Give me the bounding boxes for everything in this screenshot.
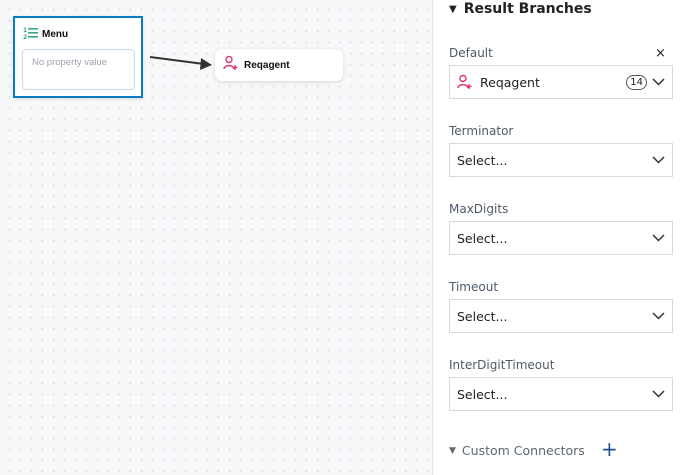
result-branches-title: Result Branches — [463, 1, 592, 17]
result-branches-header[interactable]: ▼ Result Branches — [449, 1, 592, 17]
collapse-triangle-icon: ▼ — [449, 445, 456, 456]
terminator-select-value: Select... — [457, 152, 508, 168]
maxdigits-select[interactable]: Select... — [449, 221, 673, 255]
svg-text:1: 1 — [23, 27, 27, 34]
custom-connectors-label: Custom Connectors — [461, 443, 585, 458]
reqagent-node-title: Reqagent — [244, 59, 290, 71]
interdigittimeout-label: InterDigitTimeout — [449, 358, 555, 372]
numbered-list-icon: 1 2 — [23, 26, 39, 40]
timeout-select-value: Select... — [457, 308, 508, 324]
terminator-select[interactable]: Select... — [449, 143, 673, 177]
menu-node-title: Menu — [42, 29, 69, 40]
interdigittimeout-select[interactable]: Select... — [449, 377, 673, 411]
flow-canvas[interactable]: 1 2 Menu No property value Reqagent — [0, 0, 433, 475]
custom-connectors-toggle[interactable]: ▼ Custom Connectors — [449, 443, 585, 458]
svg-text:2: 2 — [23, 34, 27, 40]
default-select[interactable]: Reqagent 14 — [449, 65, 673, 99]
collapse-triangle-icon: ▼ — [449, 3, 457, 15]
chevron-down-icon[interactable] — [652, 390, 665, 398]
count-badge: 14 — [626, 75, 647, 90]
timeout-label: Timeout — [449, 280, 499, 294]
maxdigits-label: MaxDigits — [449, 202, 509, 216]
chevron-down-icon[interactable] — [652, 312, 665, 320]
terminator-label: Terminator — [449, 124, 514, 138]
chevron-down-icon[interactable] — [652, 234, 665, 242]
menu-node[interactable]: 1 2 Menu No property value — [13, 16, 143, 98]
clear-default-button[interactable]: × — [655, 46, 666, 61]
connector-arrow[interactable] — [148, 50, 214, 72]
user-add-icon — [223, 55, 239, 75]
reqagent-node[interactable]: Reqagent — [215, 49, 343, 81]
chevron-down-icon[interactable] — [652, 78, 665, 86]
user-add-icon — [457, 74, 473, 90]
default-select-value: Reqagent — [480, 74, 540, 90]
timeout-select[interactable]: Select... — [449, 299, 673, 333]
maxdigits-select-value: Select... — [457, 230, 508, 246]
interdigittimeout-select-value: Select... — [457, 386, 508, 402]
properties-panel: ▼ Result Branches Default × Reqagent 14 … — [434, 0, 685, 475]
default-label: Default — [449, 46, 493, 60]
menu-property-value[interactable]: No property value — [22, 49, 135, 90]
add-connector-button[interactable]: + — [601, 437, 618, 461]
chevron-down-icon[interactable] — [652, 156, 665, 164]
